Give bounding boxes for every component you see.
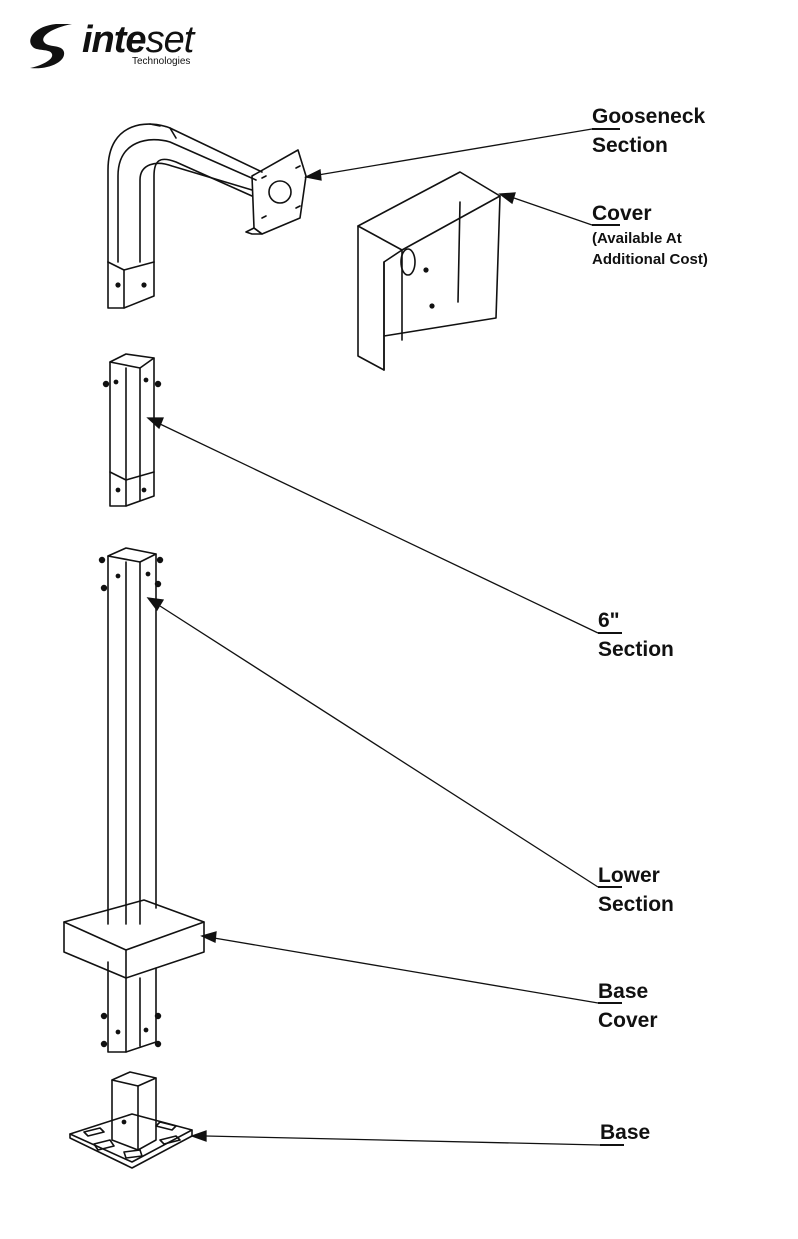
logo-wordmark: inteset — [82, 19, 195, 61]
label-cover: Cover (Available At Additional Cost) — [592, 199, 708, 270]
label-line: Gooseneck — [592, 105, 706, 128]
label-gooseneck-section: Gooseneck Section — [592, 102, 705, 160]
label-line: Section — [592, 134, 668, 157]
label-line: Cover — [592, 202, 652, 225]
label-line: Base — [598, 980, 649, 1003]
label-line: Base — [600, 1121, 651, 1144]
label-note: Additional Cost) — [592, 251, 708, 268]
label-line: 6" — [598, 609, 620, 632]
label-lower-section: Lower Section — [598, 861, 674, 919]
six-inch-section-part — [102, 353, 162, 507]
label-base: Base — [600, 1118, 650, 1147]
label-base-cover: Base Cover — [598, 977, 658, 1035]
company-logo: inteset Technologies — [26, 20, 216, 72]
logo-bold: inte — [82, 19, 147, 61]
label-note: (Available At — [592, 230, 682, 247]
cover-part — [357, 171, 501, 371]
label-line: Lower — [598, 864, 660, 887]
base-part — [69, 1071, 193, 1169]
logo-swoosh-icon — [30, 24, 72, 69]
logo-thin: set — [145, 19, 195, 61]
label-six-inch-section: 6" Section — [598, 606, 674, 664]
label-line: Section — [598, 638, 674, 661]
label-line: Section — [598, 893, 674, 916]
logo-subtitle: Technologies — [132, 56, 191, 67]
gooseneck-section-part — [107, 123, 307, 309]
label-line: Cover — [598, 1009, 658, 1032]
lower-section-part — [63, 547, 205, 1053]
